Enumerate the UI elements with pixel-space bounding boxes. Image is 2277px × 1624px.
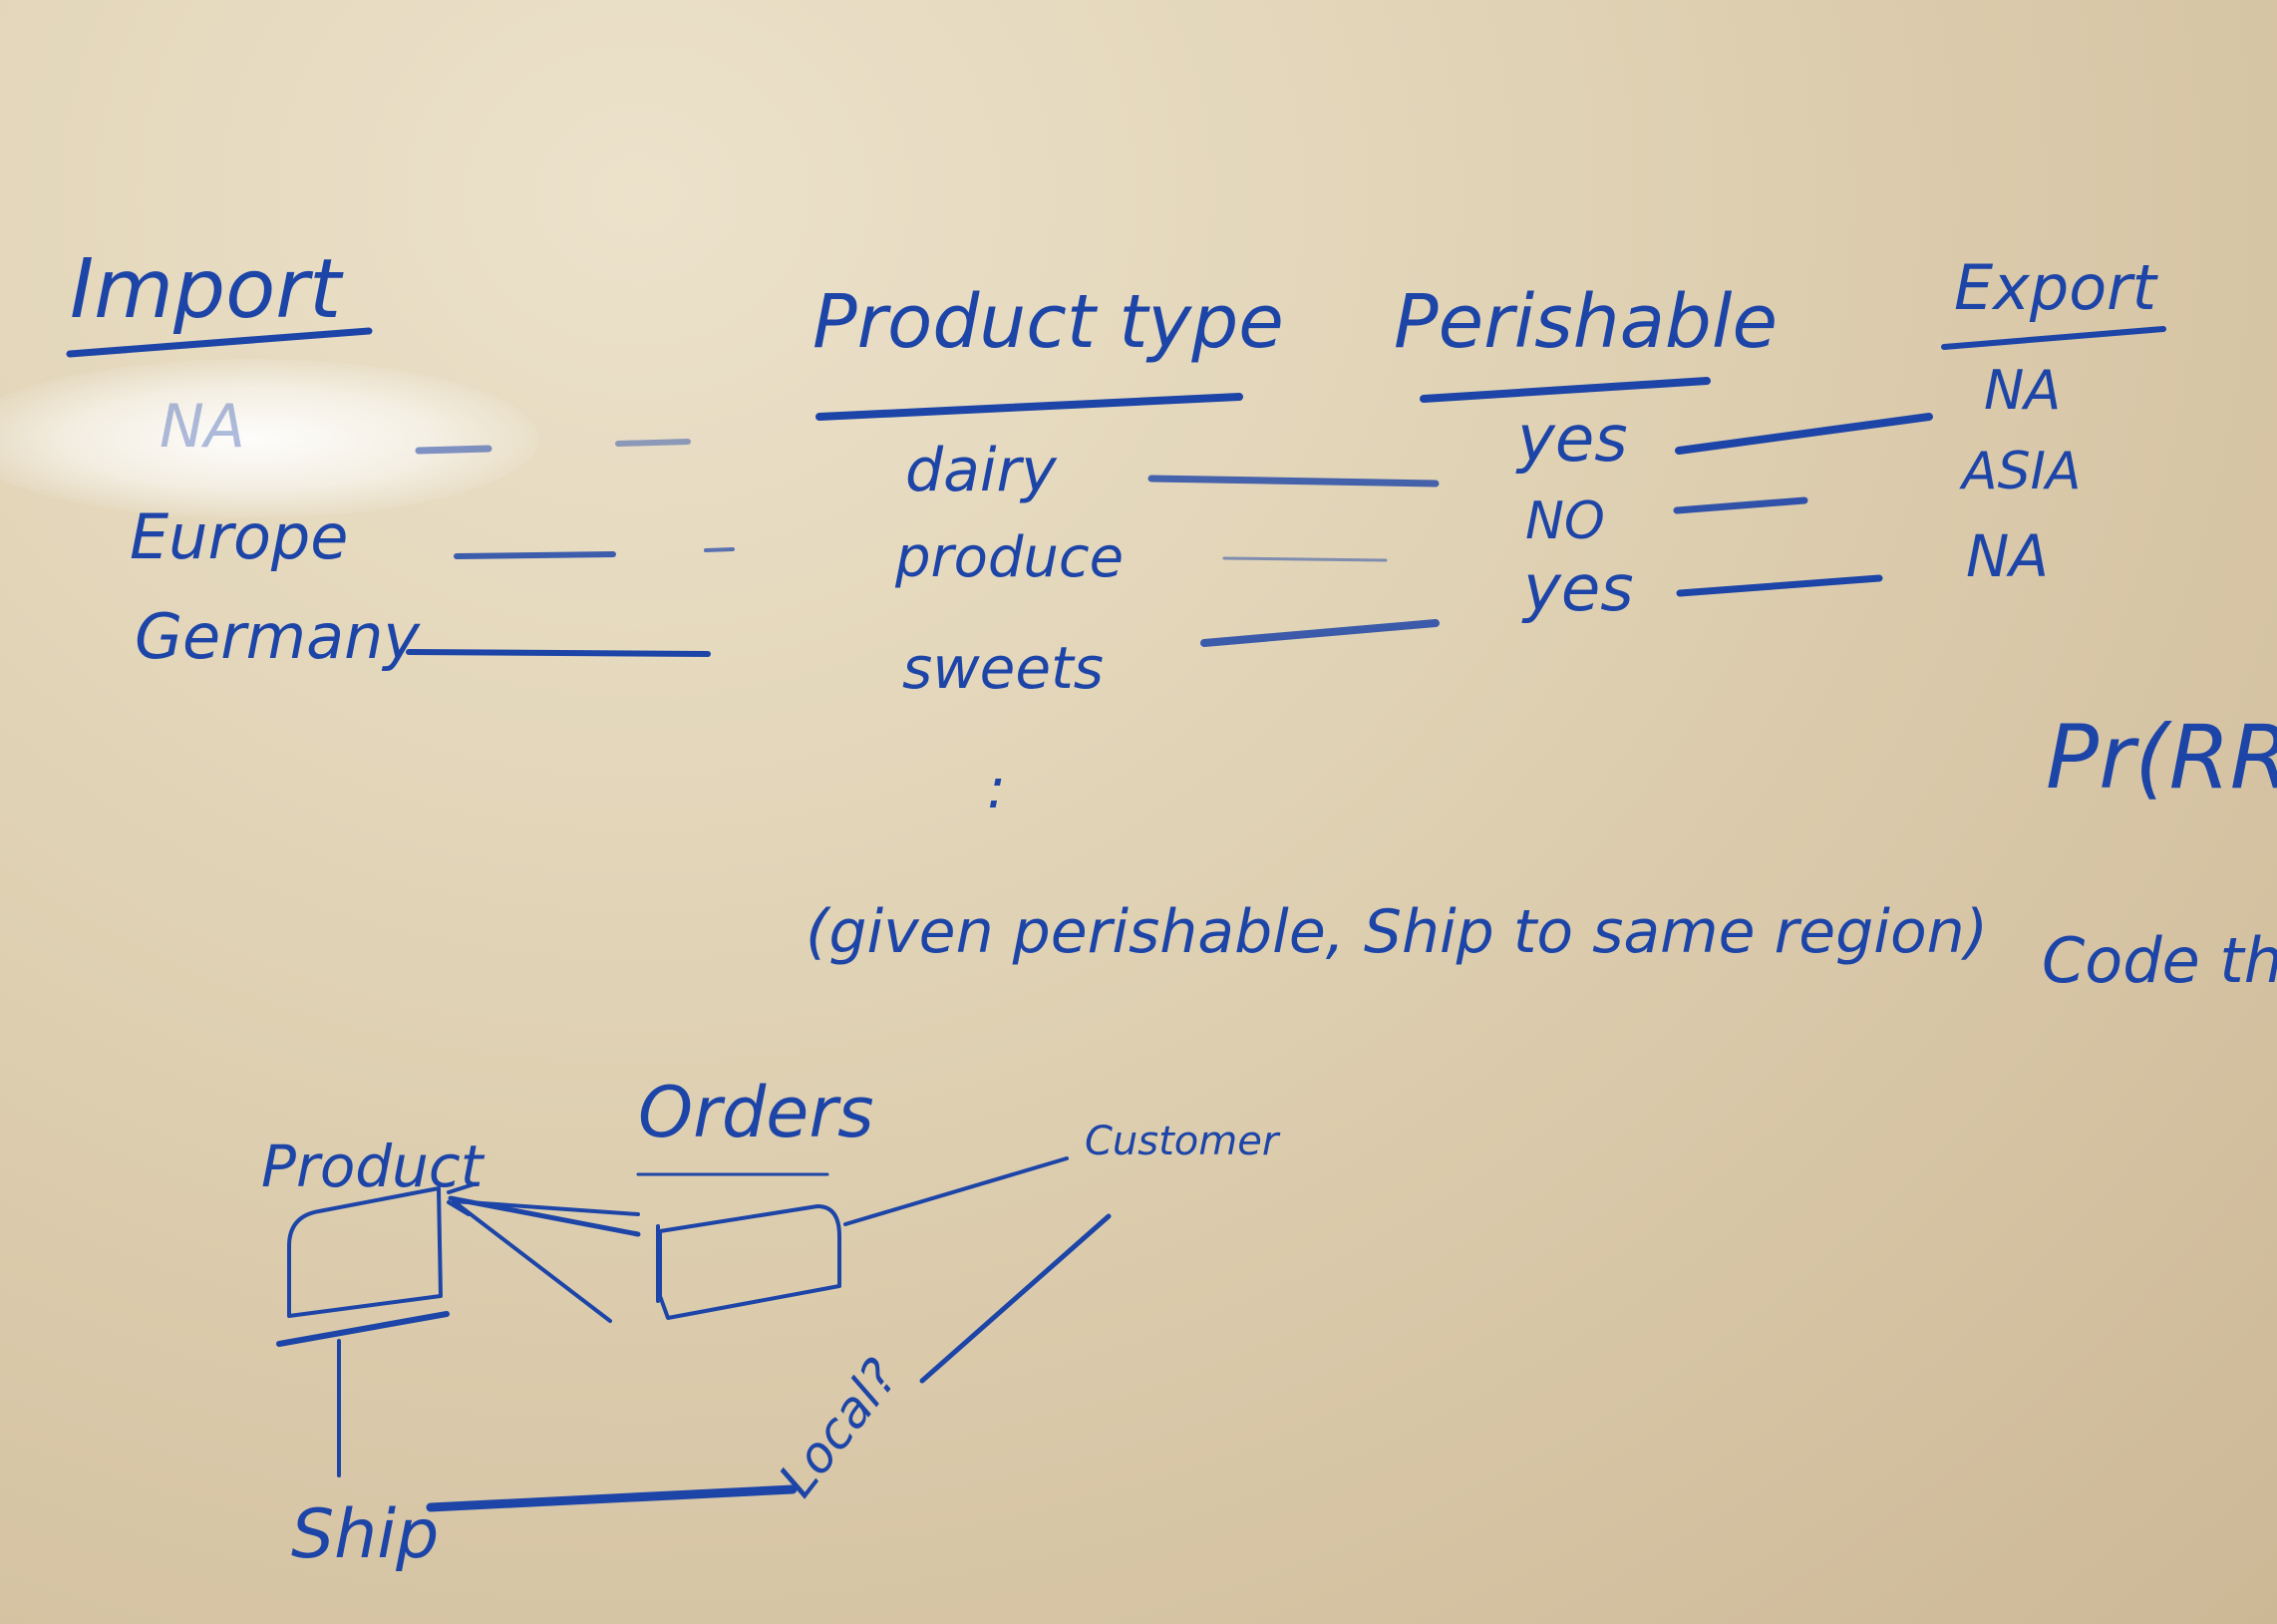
line-no-export — [1673, 496, 1808, 514]
arrow-head-bottom — [447, 1200, 471, 1216]
header-perishable: Perishable — [1394, 279, 1778, 365]
perishable-value-3: yes — [1521, 552, 1634, 626]
dash-na-2 — [615, 439, 691, 447]
line-sweets — [1200, 619, 1440, 647]
underline-perishable — [1420, 377, 1711, 403]
header-import: Import — [70, 242, 344, 337]
dash-germany — [406, 649, 711, 657]
orders-to-product-line-3 — [452, 1199, 640, 1216]
export-value-na-2: NA — [1966, 522, 2049, 590]
export-value-asia: ASIA — [1959, 442, 2082, 501]
dash-na-1 — [415, 445, 492, 455]
product-value-produce: produce — [894, 525, 1124, 590]
diagram-label-orders: Orders — [638, 1072, 874, 1153]
product-ellipsis: : — [987, 757, 1006, 821]
import-value-europe: Europe — [130, 500, 348, 573]
code-note: Code the pr — [2042, 924, 2277, 997]
customer-to-local-line — [919, 1213, 1112, 1384]
diagram-label-ship: Ship — [291, 1495, 439, 1574]
import-value-na: NA — [160, 392, 245, 462]
perishable-value-2: NO — [1525, 491, 1605, 551]
light-glare — [0, 359, 538, 518]
line-dairy — [1147, 475, 1440, 487]
dash-europe-2 — [704, 547, 735, 552]
header-export: Export — [1954, 251, 2159, 324]
perishable-value-1: yes — [1515, 403, 1628, 477]
orders-to-customer-line — [843, 1156, 1069, 1226]
underline-import — [66, 327, 373, 358]
product-base-line — [276, 1311, 450, 1347]
export-value-na: NA — [1984, 359, 2061, 422]
underline-product-type — [815, 393, 1243, 421]
line-yes-export-2 — [1676, 574, 1883, 597]
underline-export — [1941, 326, 2166, 350]
ship-to-local-line — [426, 1484, 798, 1512]
header-product-type: Product type — [813, 279, 1284, 365]
diagram-label-customer: Customer — [1085, 1119, 1281, 1164]
orders-box — [658, 1204, 841, 1320]
formula-note: Pr(RR — [2046, 706, 2277, 809]
product-value-sweets: sweets — [902, 634, 1104, 702]
product-value-dairy: dairy — [905, 436, 1058, 505]
import-value-germany: Germany — [135, 600, 421, 673]
dash-europe-1 — [454, 551, 616, 559]
product-box — [287, 1186, 443, 1318]
line-produce — [1222, 556, 1388, 562]
arrow-head-top — [447, 1182, 476, 1194]
diagram-label-product: Product — [261, 1133, 486, 1200]
perishable-note: (given perishable, Ship to same region) — [806, 897, 1988, 967]
diagram-label-local: Local? — [768, 1349, 909, 1507]
orders-to-product-line-2 — [452, 1199, 612, 1323]
line-yes-export-1 — [1675, 413, 1933, 455]
